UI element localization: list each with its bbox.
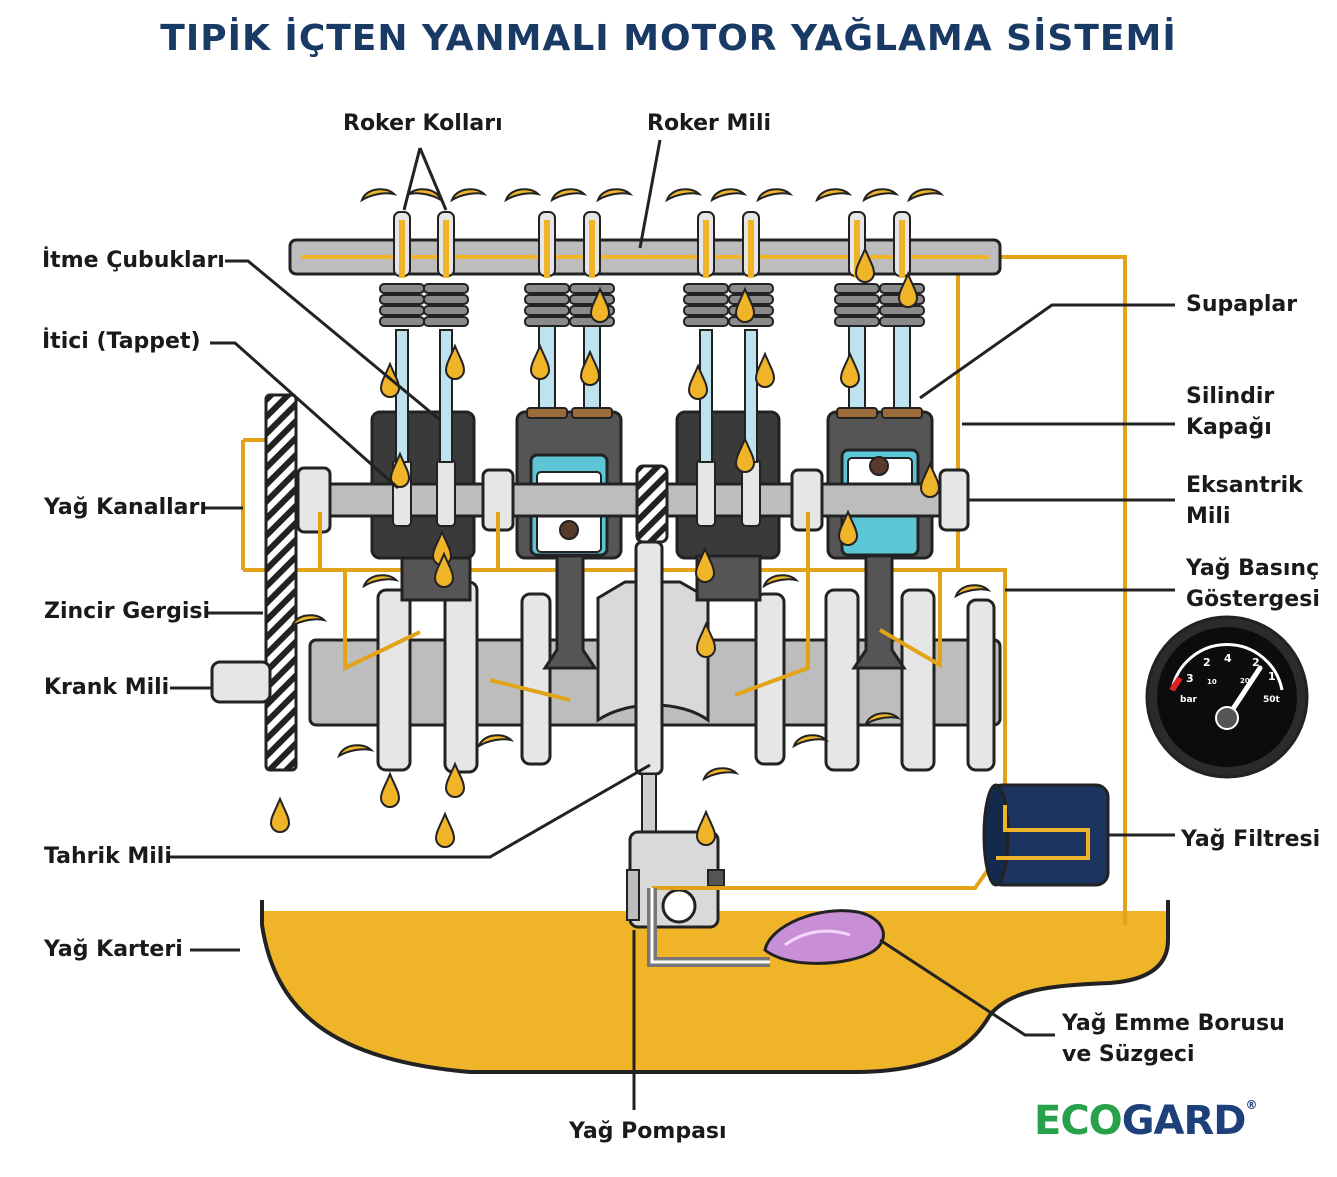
label-drive-shaft: Tahrik Mili [44, 844, 172, 869]
label-oil-pickup-line2: ve Süzgeci [1062, 1042, 1195, 1067]
logo-part-gard: GARD [1121, 1098, 1247, 1144]
gauge-tick: 3 [1186, 672, 1194, 685]
label-valves: Supaplar [1186, 292, 1298, 317]
logo-part-eco: ECO [1034, 1098, 1123, 1144]
label-cylinder-head-line2: Kapağı [1186, 415, 1272, 440]
label-oil-filter: Yağ Filtresi [1181, 827, 1321, 852]
label-cylinder-head: Silindir Kapağı [1186, 381, 1274, 443]
valve-springs [379, 283, 925, 327]
label-crankshaft: Krank Mili [44, 675, 170, 700]
ecogard-logo: ECOGARD® [1034, 1098, 1257, 1144]
label-oil-pickup: Yağ Emme Borusu ve Süzgeci [1062, 1008, 1285, 1070]
oil-pressure-gauge [1145, 615, 1309, 779]
label-cylinder-head-line1: Silindir [1186, 384, 1275, 409]
gauge-tick: 1 [1268, 670, 1276, 683]
page-title: TIPİK İÇTEN YANMALI MOTOR YAĞLAMA SİSTEM… [160, 18, 1177, 59]
gauge-tick: 2 [1203, 656, 1211, 669]
label-oil-pump: Yağ Pompası [569, 1119, 727, 1144]
oil-pump [626, 830, 725, 929]
chain-tensioner [264, 393, 298, 772]
oil-sump [260, 900, 1170, 1074]
label-tappet: İtici (Tappet) [42, 329, 201, 354]
label-camshaft-line2: Mili [1186, 504, 1231, 529]
gauge-subtick: 20 [1240, 677, 1250, 685]
label-chain-tensioner: Zincir Gergisi [44, 599, 210, 624]
gauge-tick: 2 [1252, 656, 1260, 669]
gauge-tick: 4 [1224, 652, 1232, 665]
label-rocker-arms: Roker Kolları [343, 111, 503, 136]
leader-lines [170, 139, 1175, 1110]
gauge-corner: 50t [1263, 695, 1281, 705]
label-rocker-shaft: Roker Mili [647, 111, 772, 136]
drive-shaft [634, 540, 664, 835]
gauge-subtick: 10 [1207, 678, 1217, 686]
gauge-unit: bar [1180, 695, 1198, 705]
label-oil-pressure-gauge-line1: Yağ Basınç [1186, 556, 1320, 581]
oil-strainer [763, 909, 885, 965]
label-oil-pressure-gauge-line2: Göstergesi [1186, 587, 1320, 612]
label-oil-pressure-gauge: Yağ Basınç Göstergesi [1186, 553, 1320, 615]
label-push-rods: İtme Çubukları [42, 248, 225, 273]
label-oil-sump: Yağ Karteri [44, 937, 183, 962]
label-oil-pickup-line1: Yağ Emme Borusu [1062, 1011, 1285, 1036]
label-camshaft: Eksantrik Mili [1186, 470, 1303, 532]
logo-registered-mark: ® [1245, 1098, 1257, 1112]
label-camshaft-line1: Eksantrik [1186, 473, 1303, 498]
connecting-rods [400, 554, 907, 670]
label-oil-galleries: Yağ Kanalları [44, 495, 207, 520]
